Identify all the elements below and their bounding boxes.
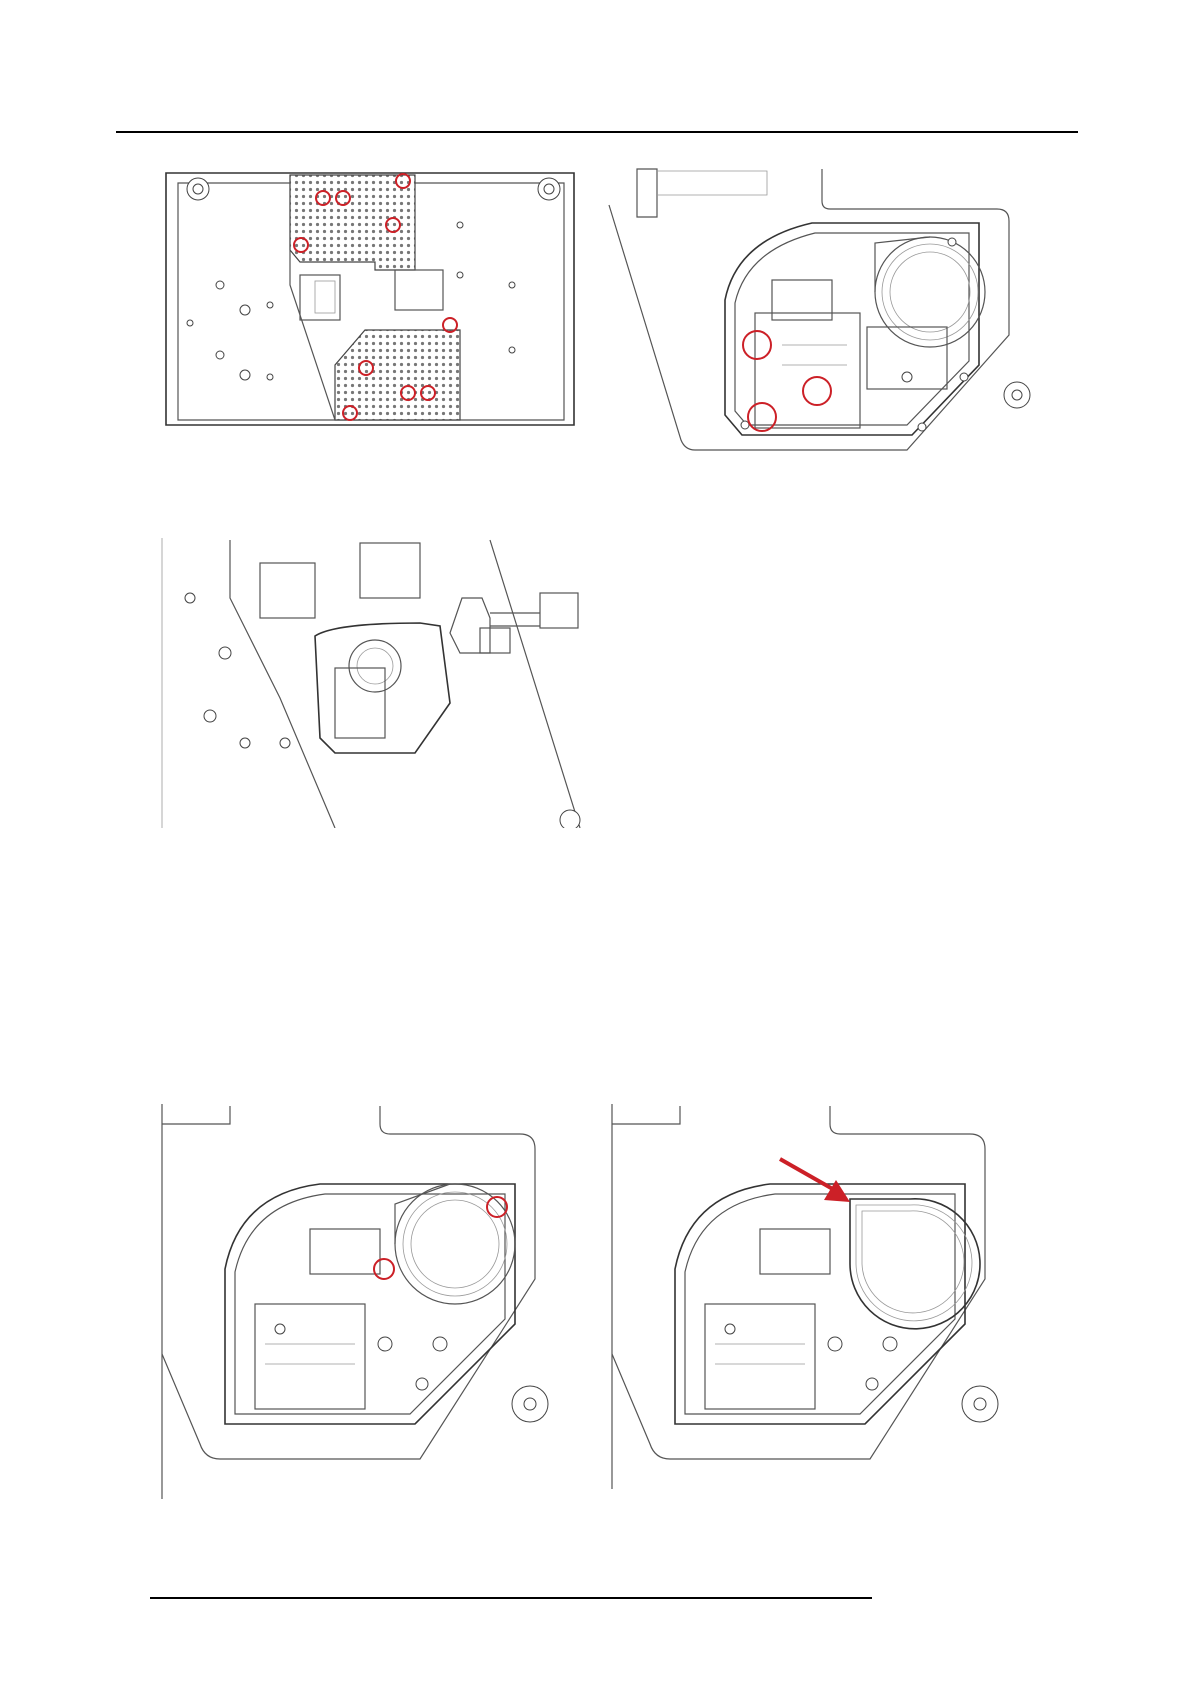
figure-lamp-removed [160, 538, 590, 828]
fan-icon [850, 1199, 980, 1329]
figure-bottom-cover [160, 165, 580, 427]
screw-callout-icon [803, 377, 831, 405]
foot-icon [560, 810, 580, 828]
screw-callout-icon [374, 1259, 394, 1279]
header-rule [116, 131, 1078, 133]
figure-fan-duct-screws [160, 1104, 585, 1499]
vent-panel-top [290, 175, 415, 270]
footer-rule [150, 1597, 872, 1599]
screw-callout-icon [748, 403, 776, 431]
screw-callout-icon [743, 331, 771, 359]
figure-lamp-housing [607, 165, 1032, 465]
arrow-icon [780, 1159, 850, 1202]
figure-fan-duct-arrow [610, 1104, 1035, 1489]
fan-icon [395, 1184, 515, 1304]
